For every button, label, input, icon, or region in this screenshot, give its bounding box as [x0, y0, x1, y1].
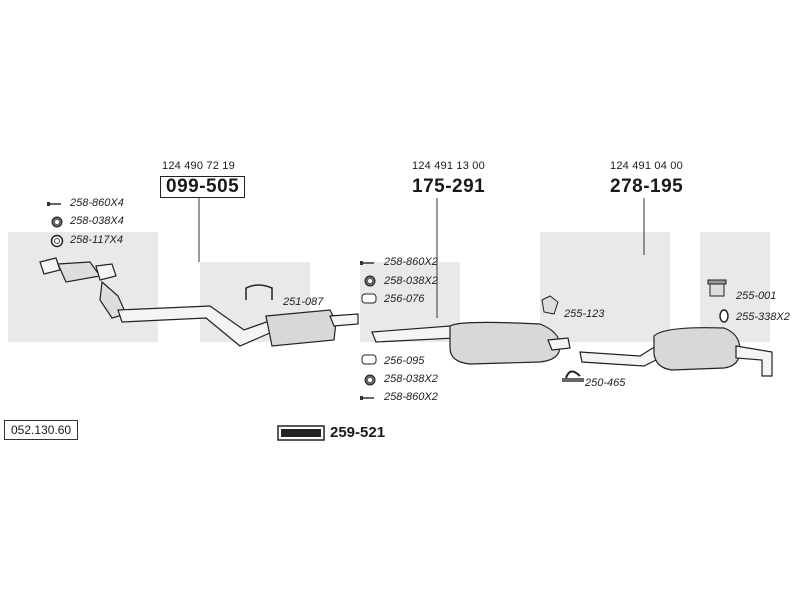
nut-icon [51, 216, 63, 228]
accessory-front-gasket: 258-117X4 [70, 234, 124, 246]
bolt-icon [360, 261, 374, 265]
hanger-icon [707, 279, 727, 297]
accessory-mid-rubber-bottom: 256-095 [384, 355, 425, 367]
rubber-mount-icon [361, 354, 377, 365]
watermark-block [540, 232, 670, 342]
accessory-mid-bolt-bottom: 258-860X2 [384, 391, 438, 403]
accessory-mid-nut-bottom: 258-038X2 [384, 373, 438, 385]
oe-number-1: 124 490 72 19 [162, 160, 235, 172]
nut-icon [364, 275, 376, 287]
clamp-ring-icon [562, 370, 584, 382]
accessory-mid-nut-top: 258-038X2 [384, 275, 438, 287]
accessory-bracket-255: 255-123 [564, 308, 605, 320]
oe-number-2: 124 491 13 00 [412, 160, 485, 172]
accessory-hanger-255: 255-001 [736, 290, 777, 302]
bosal-logo [277, 425, 325, 441]
accessory-mid-rubber-top: 256-076 [384, 293, 425, 305]
accessory-front-bolt: 258-860X4 [70, 197, 124, 209]
bolt-icon [360, 396, 374, 400]
bracket-icon [541, 295, 559, 315]
part-number-1: 099-505 [160, 176, 246, 198]
middle-silencer [371, 321, 571, 365]
part-number-2: 175-291 [412, 176, 486, 197]
kit-number: 259-521 [330, 424, 386, 441]
oe-number-3: 124 491 04 00 [610, 160, 683, 172]
accessory-ring-255: 255-338X2 [736, 311, 790, 323]
accessory-mid-bolt-top: 258-860X2 [384, 256, 438, 268]
rear-silencer [579, 327, 773, 377]
bolt-icon [47, 202, 61, 206]
gasket-icon [50, 234, 64, 248]
nut-icon [364, 374, 376, 386]
ring-icon [719, 309, 729, 323]
accessory-front-nut: 258-038X4 [70, 215, 124, 227]
accessory-clamp-250: 250-465 [585, 377, 626, 389]
clamp-icon [245, 284, 273, 300]
rubber-mount-icon [361, 293, 377, 304]
front-pipe-catalyst [39, 257, 359, 347]
catalog-number: 052.130.60 [4, 420, 79, 440]
part-number-3: 278-195 [610, 176, 684, 197]
watermark-block [8, 232, 158, 342]
accessory-clamp-251: 251-087 [283, 296, 324, 308]
